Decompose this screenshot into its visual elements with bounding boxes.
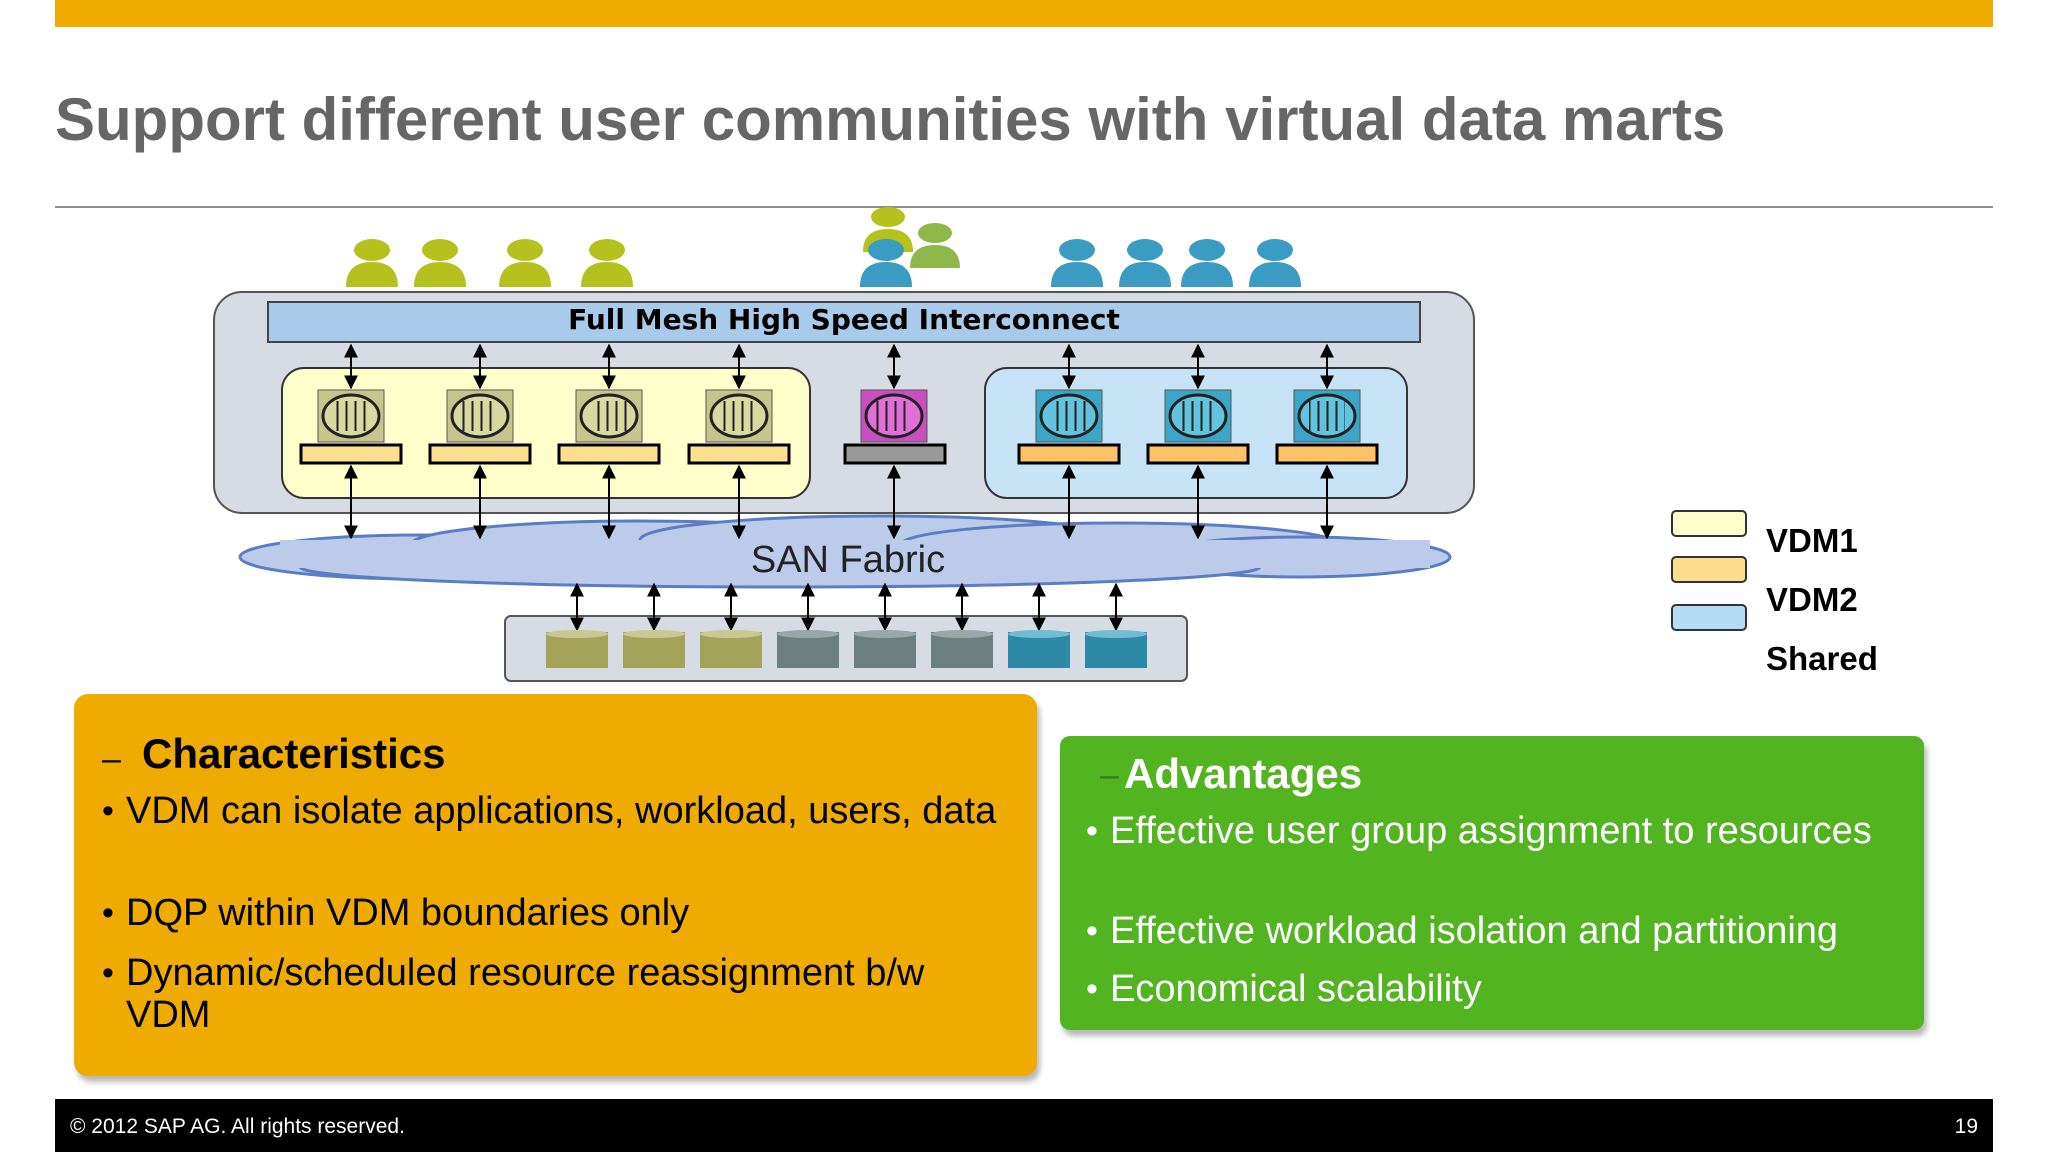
vdm1-nodes — [299, 389, 791, 465]
advantages-bullet: • Effective workload isolation and parti… — [1086, 910, 1926, 952]
title-divider — [55, 206, 1993, 208]
disk-icon — [777, 630, 839, 668]
server-node — [1146, 389, 1250, 465]
advantages-bullet: • Effective user group assignment to res… — [1086, 810, 1886, 852]
legend-swatches — [1671, 510, 1747, 631]
bullet-dot: • — [102, 954, 114, 992]
disk-icon — [546, 630, 608, 668]
shared-users — [860, 207, 960, 287]
server-node — [1017, 389, 1121, 465]
server-node — [428, 389, 532, 465]
characteristics-bullet: • DQP within VDM boundaries only — [102, 892, 1002, 934]
bullet-text: Effective user group assignment to resou… — [1110, 810, 1872, 852]
characteristics-bullet: • VDM can isolate applications, workload… — [102, 790, 1002, 832]
legend-label-shared: Shared — [1766, 640, 1878, 677]
advantages-box: – Advantages • Effective user group assi… — [1060, 736, 1924, 1030]
bullet-text: Economical scalability — [1110, 968, 1482, 1010]
server-node — [1275, 389, 1379, 465]
bullet-text: Effective workload isolation and partiti… — [1110, 910, 1839, 952]
server-node — [687, 389, 791, 465]
copyright-text: © 2012 SAP AG. All rights reserved. — [70, 1115, 405, 1138]
server-node — [557, 389, 661, 465]
san-fabric-label: SAN Fabric — [751, 539, 945, 581]
disk-icon — [623, 630, 685, 668]
slide-title: Support different user communities with … — [55, 86, 1726, 153]
user-icon — [1051, 239, 1103, 287]
san-storage-arrows — [570, 582, 1123, 632]
server-node — [299, 389, 403, 465]
bullet-dot: • — [102, 894, 114, 932]
user-icon — [910, 223, 960, 268]
legend-swatch-vdm2 — [1671, 556, 1747, 583]
characteristics-box: – Characteristics • VDM can isolate appl… — [74, 694, 1037, 1076]
user-icon — [414, 239, 466, 287]
interconnect-bar — [267, 301, 1421, 343]
vdm1-group — [281, 367, 811, 499]
characteristics-heading: Characteristics — [142, 730, 446, 777]
legend-swatch-vdm1 — [1671, 510, 1747, 537]
user-icon — [499, 239, 551, 287]
characteristics-bullet: • Dynamic/scheduled resource reassignmen… — [102, 952, 1002, 1036]
user-icon — [860, 239, 912, 287]
disk-icon — [700, 630, 762, 668]
legend-label-vdm2: VDM2 — [1766, 581, 1858, 618]
user-icon — [1181, 239, 1233, 287]
legend-label-vdm1: VDM1 — [1766, 522, 1858, 559]
storage-disks — [546, 630, 1147, 668]
bullet-text: DQP within VDM boundaries only — [126, 892, 690, 934]
interconnect-arrows — [344, 343, 1334, 390]
user-icon — [346, 239, 398, 287]
advantages-heading: Advantages — [1124, 750, 1363, 797]
disk-icon — [1085, 630, 1147, 668]
bullet-text: VDM can isolate applications, workload, … — [126, 790, 997, 832]
advantages-dash: – — [1100, 756, 1119, 794]
bullet-text: Dynamic/scheduled resource reassignment … — [126, 952, 925, 1036]
user-icon — [1119, 239, 1171, 287]
characteristics-dash: – — [102, 740, 121, 778]
bullet-dot: • — [1086, 812, 1098, 850]
shared-node — [843, 389, 947, 465]
node-san-arrows — [344, 464, 1334, 540]
user-icon — [1249, 239, 1301, 287]
disk-icon — [1008, 630, 1070, 668]
vdm2-users — [1051, 239, 1301, 287]
cloud-fill — [280, 540, 1430, 568]
footer-bar — [55, 1099, 1993, 1152]
disk-icon — [854, 630, 916, 668]
bullet-dot: • — [1086, 970, 1098, 1008]
disk-icon — [931, 630, 993, 668]
legend-swatch-shared — [1671, 604, 1747, 631]
top-accent-bar — [55, 0, 1993, 27]
interconnect-label: Full Mesh High Speed Interconnect — [568, 303, 1120, 336]
advantages-bullet: • Economical scalability — [1086, 968, 1886, 1010]
vdm1-users — [346, 239, 633, 287]
bullet-dot: • — [102, 792, 114, 830]
vdm2-nodes — [1017, 389, 1379, 465]
user-icon — [581, 239, 633, 287]
bullet-dot: • — [1086, 912, 1098, 950]
page-number: 19 — [1954, 1115, 1978, 1138]
